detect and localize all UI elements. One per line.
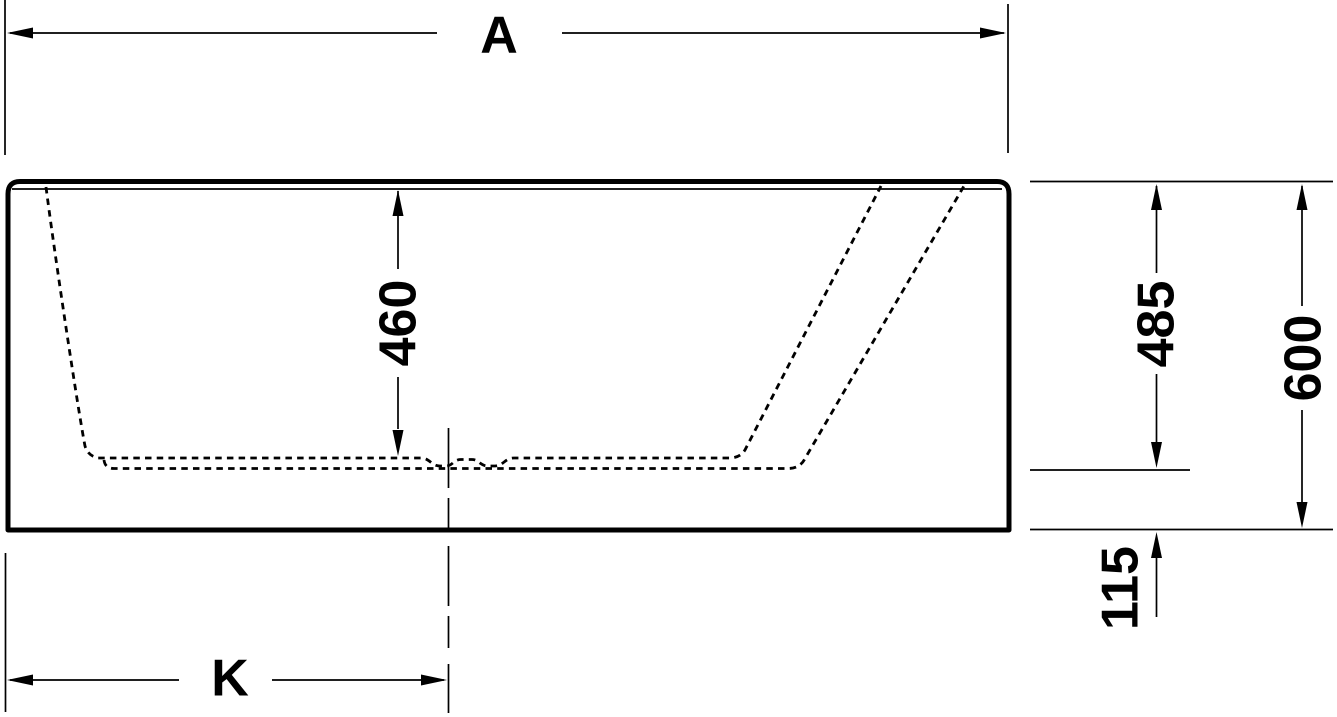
dim-label-drain-center-offset: K bbox=[211, 650, 249, 708]
arrowhead-up bbox=[1296, 184, 1308, 210]
inner-basin-profile-dashed bbox=[44, 185, 883, 468]
arrowhead-up bbox=[1151, 184, 1162, 210]
arrowhead-right bbox=[421, 674, 447, 686]
dim-rim-to-base-ledge: 485 bbox=[1128, 184, 1186, 468]
dim-base-ledge-height: 115 bbox=[1092, 532, 1162, 630]
dim-label-base-ledge-height: 115 bbox=[1092, 546, 1150, 630]
dim-label-overall-height: 600 bbox=[1275, 315, 1333, 402]
dim-inner-depth: 460 bbox=[370, 190, 428, 456]
dim-label-rim-to-base-ledge: 485 bbox=[1128, 281, 1186, 368]
dim-drain-center-offset: K bbox=[4, 553, 447, 712]
arrowhead-up bbox=[392, 190, 404, 216]
outer-shell-profile-dashed bbox=[102, 185, 966, 470]
dim-overall-height: 600 bbox=[1275, 184, 1333, 528]
arrowhead-right bbox=[980, 27, 1006, 39]
arrowhead-down bbox=[1296, 502, 1308, 528]
arrowhead-down bbox=[392, 430, 404, 456]
arrowhead-down bbox=[1151, 442, 1162, 468]
arrowhead-up bbox=[1151, 532, 1162, 558]
arrowhead-left bbox=[7, 27, 33, 39]
arrowhead-left bbox=[7, 674, 33, 686]
dim-overall-length: A bbox=[4, 0, 1009, 155]
right-extension-lines bbox=[1030, 180, 1333, 531]
dim-label-overall-length: A bbox=[480, 7, 518, 65]
dim-label-inner-depth: 460 bbox=[370, 280, 428, 367]
bathtub-outer-shell bbox=[5, 179, 1012, 533]
bathtub-body bbox=[5, 179, 1012, 713]
